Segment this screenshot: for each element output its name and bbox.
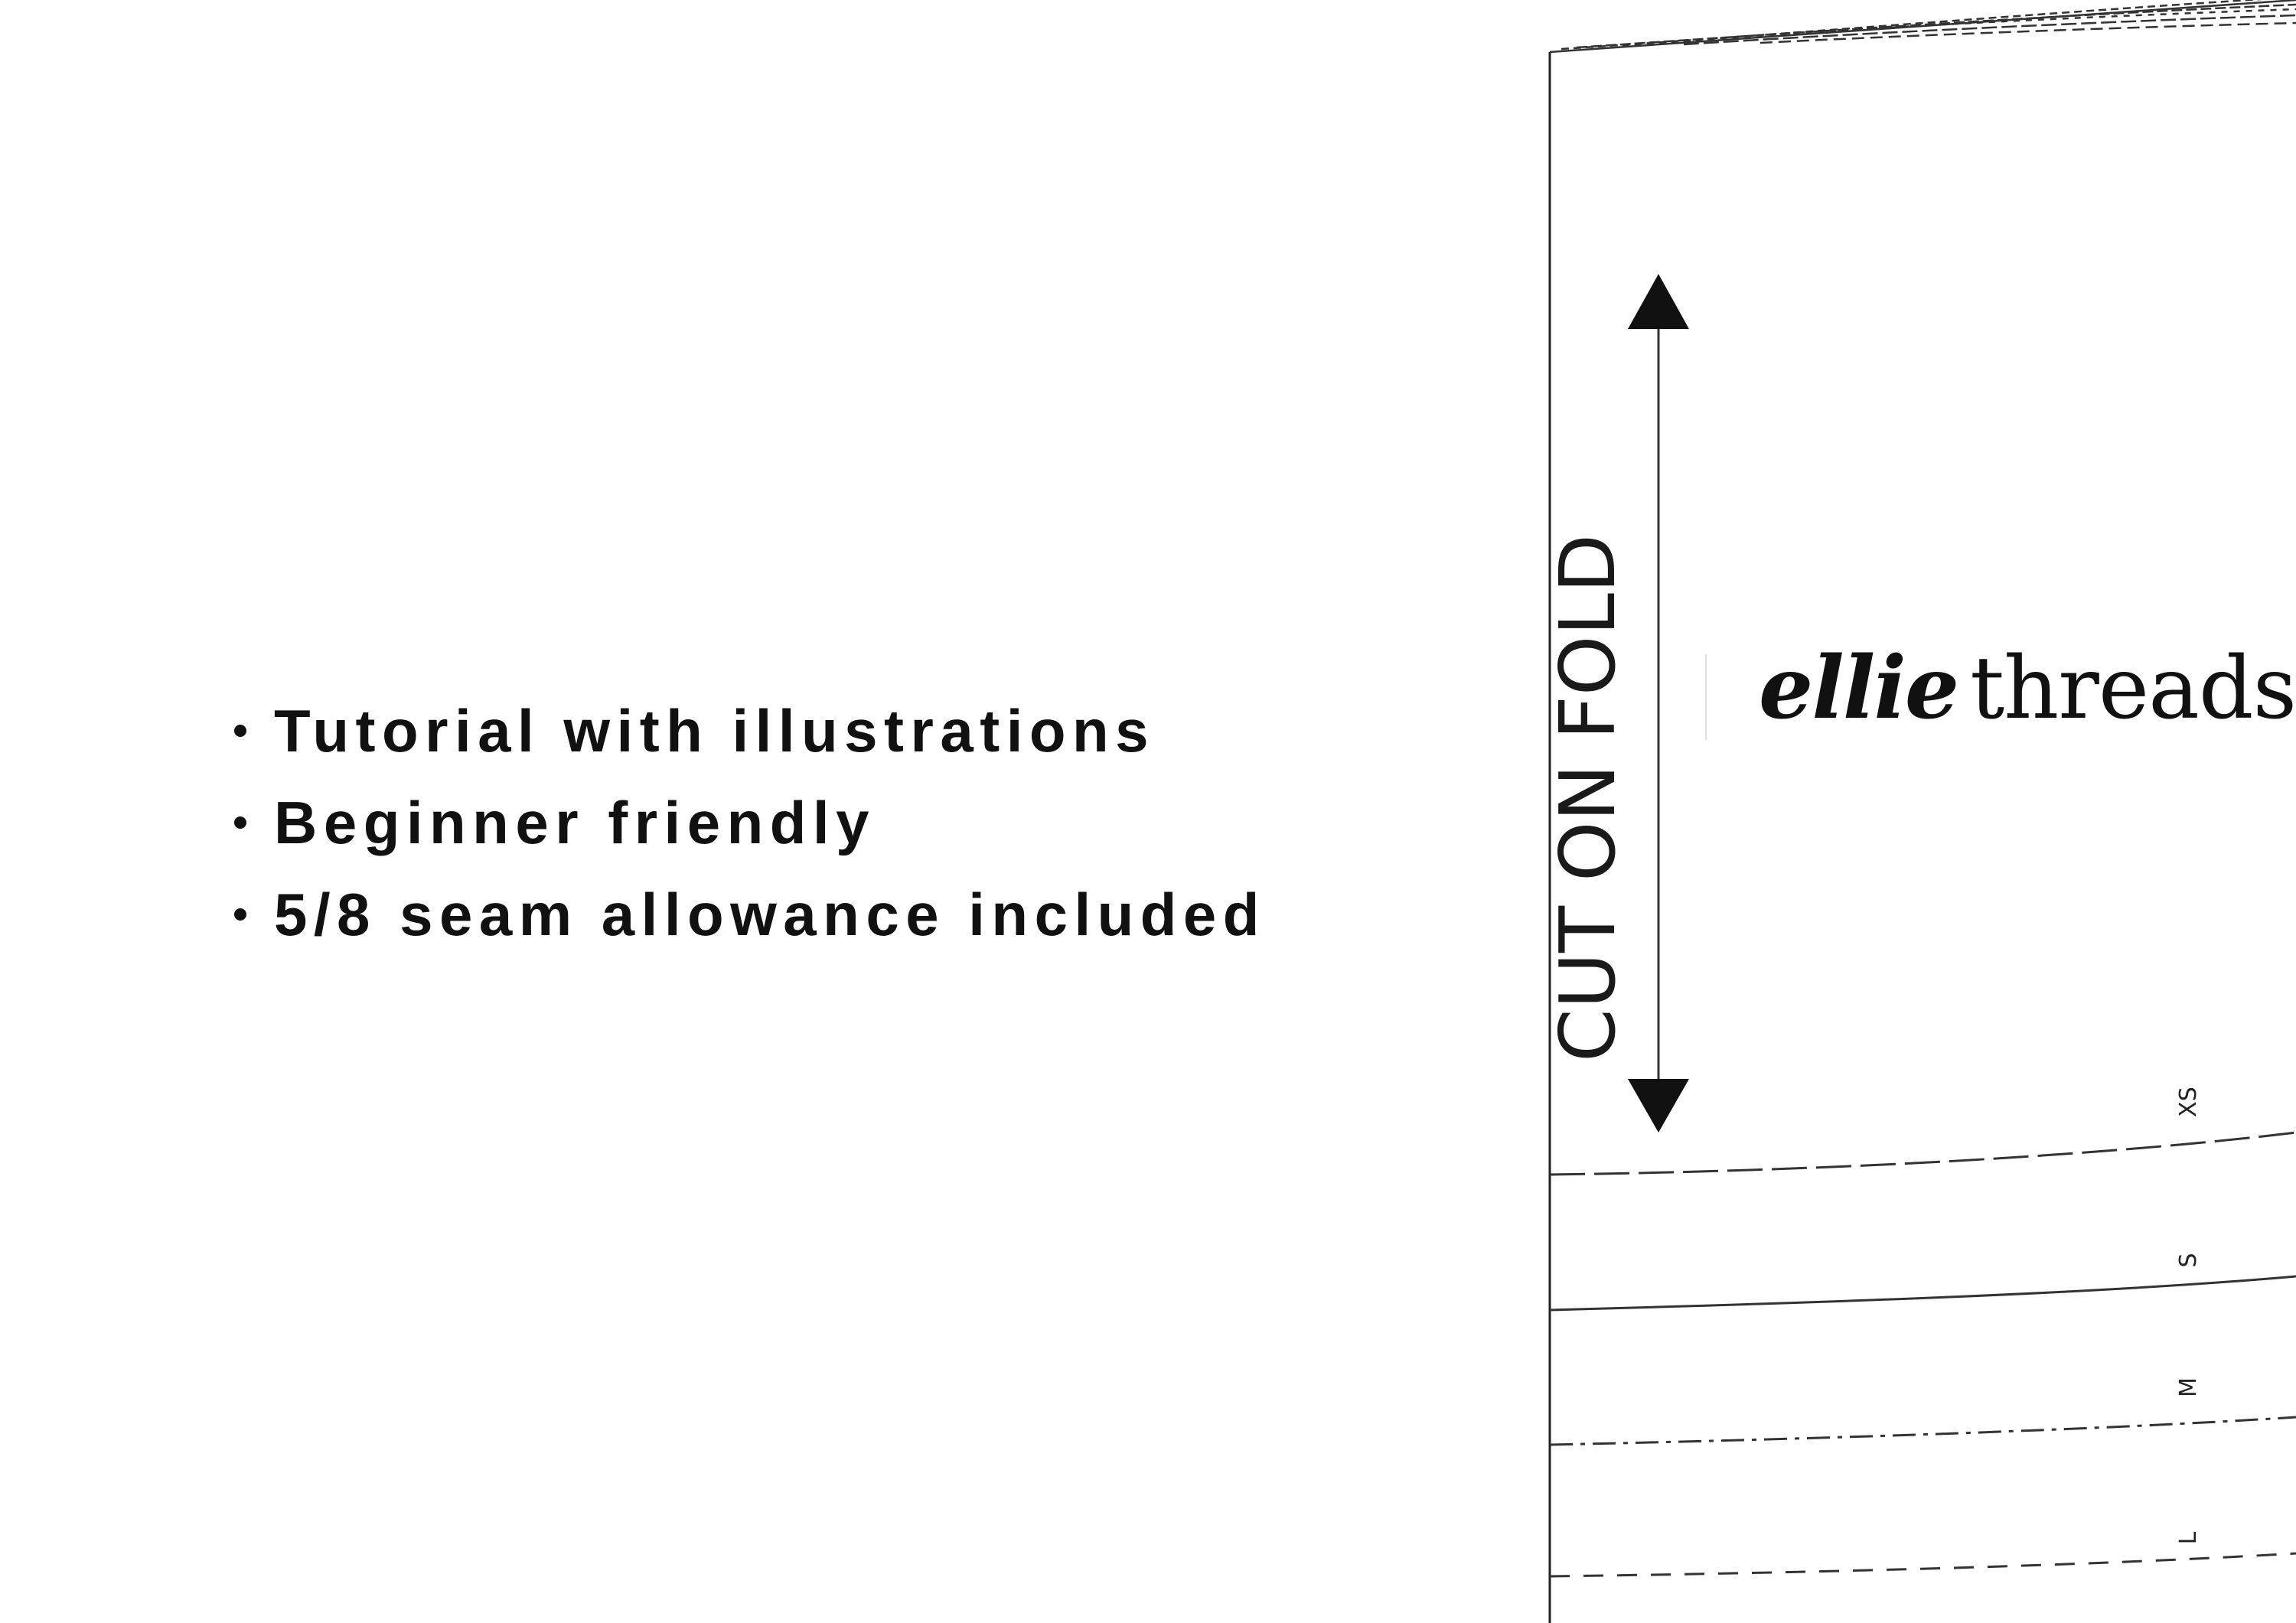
feature-item: Tutorial with illustrations — [222, 685, 1266, 777]
brand-name-bold: ellie — [1759, 638, 1959, 738]
bullet-icon — [234, 908, 246, 921]
feature-item: Beginner friendly — [222, 777, 1266, 869]
bullet-icon — [234, 725, 246, 737]
size-line-s — [1549, 1275, 2296, 1312]
grainline-arrow-icon — [1628, 274, 1689, 1133]
cut-on-fold-label: CUT ON FOLD — [1543, 533, 1632, 1062]
feature-item: 5/8 seam allowance included — [222, 869, 1266, 960]
size-line-m — [1549, 1416, 2296, 1446]
size-label-s: S — [2175, 1253, 2202, 1268]
pattern-top-edge — [1549, 0, 2296, 54]
size-line-xs — [1549, 1131, 2296, 1176]
feature-list: Tutorial with illustrations Beginner fri… — [222, 685, 1266, 960]
size-line-l — [1549, 1552, 2296, 1578]
bullet-icon — [234, 816, 246, 829]
size-label-m: M — [2175, 1377, 2202, 1397]
size-label-l: L — [2175, 1531, 2202, 1545]
size-label-xs: XS — [2175, 1087, 2202, 1117]
brand-name-light: threads — [1970, 639, 2296, 738]
brand-divider — [1705, 654, 1707, 740]
